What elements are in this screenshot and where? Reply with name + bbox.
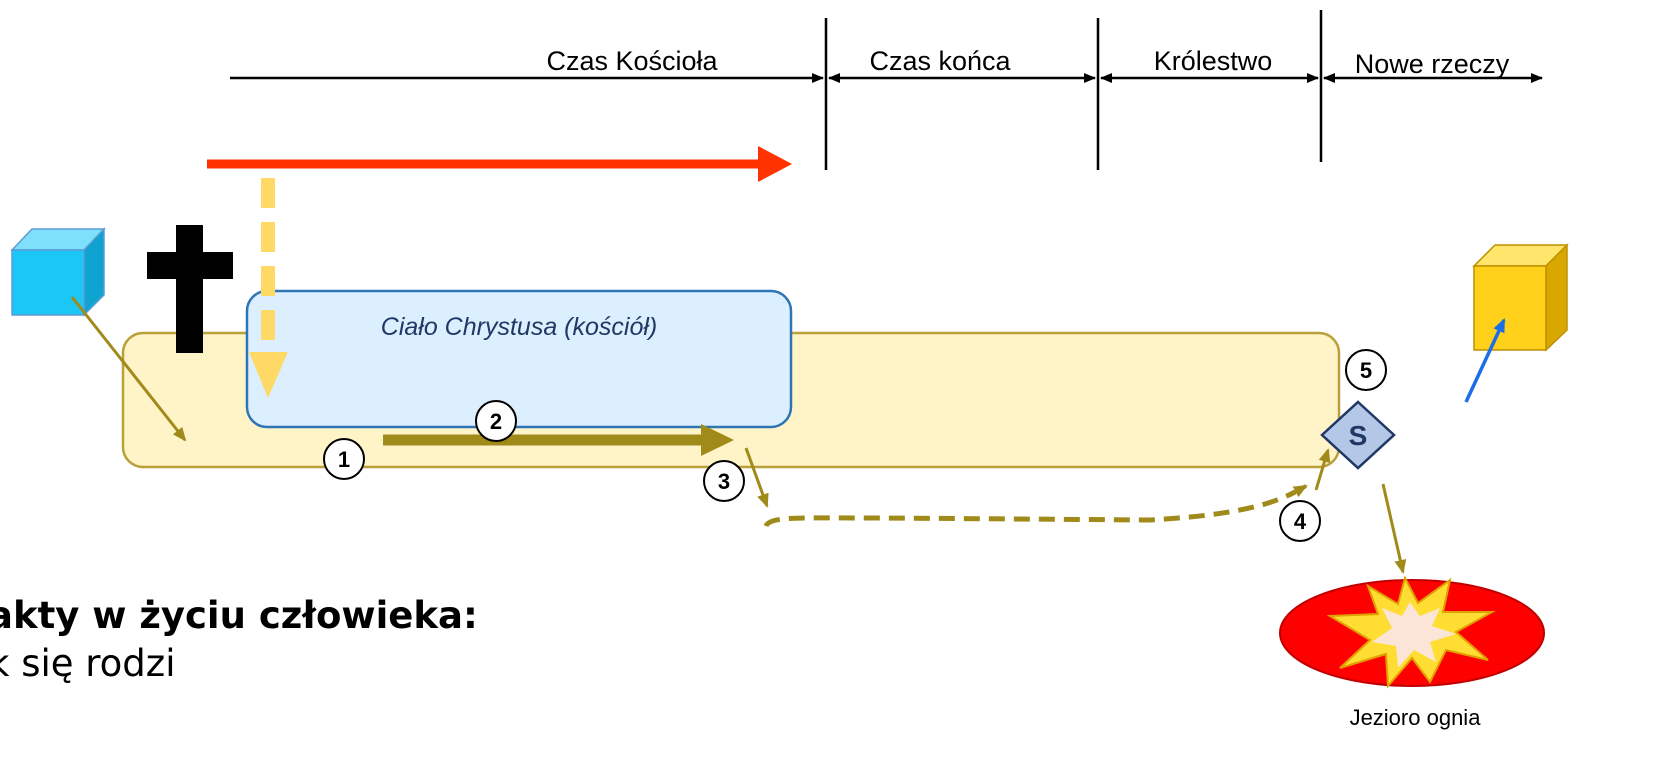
step-number-1: 1 xyxy=(338,447,350,472)
step-marker-2: 2 xyxy=(475,400,517,442)
arrow-resurrection xyxy=(1314,448,1331,491)
step-marker-5: 5 xyxy=(1345,349,1387,391)
period-label-end: Czas końca xyxy=(869,46,1011,76)
church-box xyxy=(245,289,793,429)
cube-left xyxy=(10,227,106,317)
life-facts: akty w życiu człowieka: k się rodzi xyxy=(0,592,478,688)
cube-right xyxy=(1472,243,1569,352)
step-number-4: 4 xyxy=(1294,509,1307,534)
dashed-waiting-path xyxy=(763,489,1297,528)
timeline: Czas Kościoła Czas końca Królestwo Nowe … xyxy=(230,10,1543,170)
arrow-death xyxy=(744,447,769,508)
period-label-new: Nowe rzeczy xyxy=(1355,49,1510,79)
arrow-dashed-end xyxy=(1287,484,1308,498)
step-marker-1: 1 xyxy=(323,438,365,480)
lake-of-fire: Jezioro ognia xyxy=(1279,575,1545,730)
arrow-life-main xyxy=(383,424,734,456)
explosion-core xyxy=(1372,602,1456,668)
step-marker-4: 4 xyxy=(1279,500,1321,542)
lake-label: Jezioro ognia xyxy=(1350,705,1482,730)
cross-icon xyxy=(147,225,233,353)
descending-dashed-arrow xyxy=(249,178,288,398)
life-facts-heading: akty w życiu człowieka: xyxy=(0,594,478,637)
church-label: Ciało Chrystusa (kościół) xyxy=(381,313,657,341)
period-label-church: Czas Kościoła xyxy=(546,46,718,76)
judgement-diamond: S xyxy=(1320,400,1396,470)
step-marker-3: 3 xyxy=(703,460,745,502)
life-fact-item-1: k się rodzi xyxy=(0,642,176,685)
arrow-to-lake xyxy=(1381,483,1407,574)
period-label-kingdom: Królestwo xyxy=(1154,46,1273,76)
step-number-2: 2 xyxy=(490,409,502,434)
judgement-symbol: S xyxy=(1349,420,1368,451)
step-number-5: 5 xyxy=(1360,358,1372,383)
arrow-to-new-cube xyxy=(1464,318,1506,403)
arrow-into-life xyxy=(70,296,187,442)
red-arrow xyxy=(207,146,792,182)
step-number-3: 3 xyxy=(718,469,730,494)
